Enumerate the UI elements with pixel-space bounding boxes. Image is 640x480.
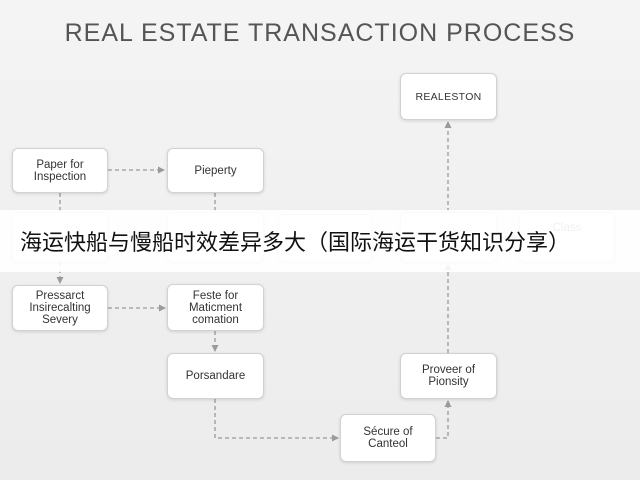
node-label: Feste for <box>192 289 239 302</box>
caption-banner-text: 海运快船与慢船时效差异多大（国际海运干货知识分享） <box>20 231 571 256</box>
node-proveer: Proveer of Pionsity <box>400 353 497 399</box>
arrow-secure-to-proveer <box>436 400 452 439</box>
node-pieperty: Pieperty <box>167 148 264 193</box>
node-label: Maticment <box>188 301 243 314</box>
node-label: REALESTON <box>415 90 482 103</box>
node-label: Pieperty <box>194 164 237 177</box>
node-label: Paper for <box>36 158 84 171</box>
node-porsandare: Porsandare <box>167 353 264 399</box>
node-label: comation <box>192 313 239 326</box>
node-label: Pressarct <box>35 290 85 302</box>
node-paper-for-inspection: Paper for Inspection <box>12 148 108 193</box>
node-feste: Feste for Maticment comation <box>167 284 264 331</box>
node-pressarct: Pressarct Insirecalting Severy <box>12 285 108 331</box>
node-label: Canteol <box>368 438 408 450</box>
node-secure: Sécure of Canteol <box>340 414 436 462</box>
node-label: Pionsity <box>428 376 469 388</box>
arrow-porsandare-to-secure <box>214 399 339 442</box>
node-label: Insirecalting <box>29 302 91 314</box>
node-label: Porsandare <box>185 370 246 382</box>
node-label: Severy <box>42 314 78 326</box>
diagram-title: REAL ESTATE TRANSACTION PROCESS <box>64 19 576 47</box>
node-label: Inspection <box>33 170 87 183</box>
node-label: Sécure of <box>363 426 413 438</box>
caption-banner: 海运快船与慢船时效差异多大（国际海运干货知识分享） <box>0 210 640 272</box>
node-label: Proveer of <box>421 364 476 376</box>
node-realeston: REALESTON <box>400 73 497 120</box>
